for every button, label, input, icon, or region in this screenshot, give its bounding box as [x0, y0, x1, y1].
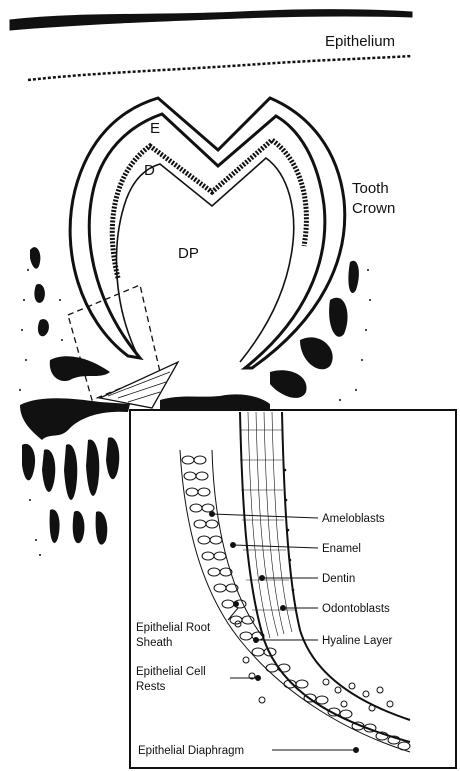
enamel-abbrev-label: E	[150, 120, 160, 137]
tooth-crown	[70, 98, 345, 368]
epithelial-cell-rests-label-line1: Epithelial Cell	[136, 666, 206, 678]
epithelium-label: Epithelium	[325, 33, 395, 50]
tooth-crown-label-line1: Tooth	[352, 180, 389, 197]
magnified-inset: Ameloblasts Enamel Dentin Odontoblasts H…	[130, 410, 456, 768]
hyaline-layer-label: Hyaline Layer	[322, 635, 392, 647]
tooth-crown-label-line2: Crown	[352, 200, 395, 217]
odontoblasts-label: Odontoblasts	[322, 603, 390, 615]
epithelial-diaphragm-label: Epithelial Diaphragm	[138, 745, 244, 757]
ameloblasts-label: Ameloblasts	[322, 513, 385, 525]
epithelial-root-sheath-label-line1: Epithelial Root	[136, 622, 211, 634]
epithelial-cell-rests-label-line2: Rests	[136, 681, 166, 693]
dental-pulp-abbrev-label: DP	[178, 245, 199, 262]
epithelial-root-sheath-label-line2: Sheath	[136, 637, 172, 649]
dentin-label: Dentin	[322, 573, 355, 585]
dentin-abbrev-label: D	[144, 162, 155, 179]
enamel-label: Enamel	[322, 543, 361, 555]
